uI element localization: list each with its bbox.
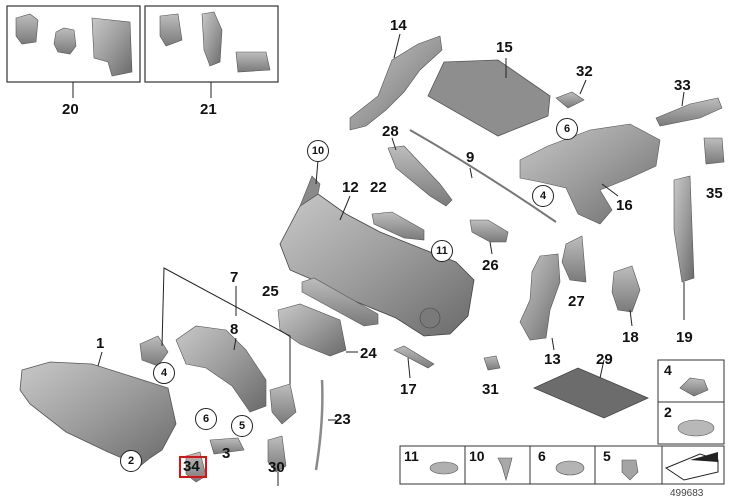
part-label-13: 13 <box>544 351 561 368</box>
part-label-21: 21 <box>200 101 217 118</box>
legend-fastener-11: 11 <box>404 448 419 464</box>
part-label-28: 28 <box>382 123 399 140</box>
part-label-8: 8 <box>230 321 239 338</box>
part-30-shape <box>267 435 287 473</box>
part-label-27: 27 <box>568 293 585 310</box>
part-label-29: 29 <box>596 351 613 368</box>
part-26-shape <box>469 219 509 243</box>
part-19-shape <box>673 175 695 283</box>
ref-circle-10: 10 <box>307 140 329 162</box>
ref-circle-5: 5 <box>231 415 253 437</box>
part-25-shape <box>301 277 379 327</box>
part-label-26: 26 <box>482 257 499 274</box>
part-small-bracket <box>269 383 297 425</box>
part-label-24: 24 <box>360 345 377 362</box>
ref-circle-2: 2 <box>120 450 142 472</box>
part-22-shape <box>371 211 425 241</box>
part-35-shape <box>703 137 725 165</box>
ref-circle-6-top: 6 <box>556 118 578 140</box>
part-label-9: 9 <box>466 149 475 166</box>
part-3-shape <box>209 437 245 455</box>
legend-fastener-2: 2 <box>664 404 672 420</box>
kit-21-group <box>144 5 279 98</box>
part-label-1: 1 <box>96 335 105 352</box>
ref-circle-4-top: 4 <box>532 185 554 207</box>
part-label-7: 7 <box>230 269 239 286</box>
part-33-shape <box>655 97 723 127</box>
kit-20-group <box>6 5 141 98</box>
part-8-shape <box>175 325 267 413</box>
plug-2-icon <box>677 419 715 437</box>
part-label-25: 25 <box>262 283 279 300</box>
part-23-shape <box>314 379 324 471</box>
part-16-shape <box>519 123 661 225</box>
part-14-shape <box>349 35 443 131</box>
part-label-30: 30 <box>268 459 285 476</box>
part-17-shape <box>393 345 435 369</box>
part-9-shape <box>409 129 557 223</box>
legend-fastener-5: 5 <box>603 448 611 464</box>
part-7-shape <box>139 335 169 367</box>
part-29-shape <box>533 367 649 419</box>
part-27-shape <box>561 235 587 283</box>
part-label-3: 3 <box>222 445 231 462</box>
legend-fastener-4: 4 <box>664 362 672 378</box>
catalog-number: 499683 <box>670 488 704 499</box>
ref-circle-4-left: 4 <box>153 362 175 384</box>
part-34-shape <box>185 451 207 483</box>
part-label-22: 22 <box>370 179 387 196</box>
part-1-shape <box>19 361 177 467</box>
washer-6-icon <box>555 460 585 476</box>
part-label-33: 33 <box>674 77 691 94</box>
part-label-17: 17 <box>400 381 417 398</box>
legend-fastener-10: 10 <box>469 448 485 464</box>
part-label-19: 19 <box>676 329 693 346</box>
legend-fastener-6: 6 <box>538 448 546 464</box>
part-label-12: 12 <box>342 179 359 196</box>
part-32-shape <box>555 91 585 109</box>
nut-4-icon <box>679 377 709 397</box>
part-label-15: 15 <box>496 39 513 56</box>
part-15-shape <box>427 59 551 137</box>
part-label-23: 23 <box>334 411 351 428</box>
part-label-16: 16 <box>616 197 633 214</box>
part-label-31: 31 <box>482 381 499 398</box>
part-31-shape <box>483 355 501 371</box>
part-18-shape <box>611 265 641 313</box>
part-13-shape <box>519 253 561 341</box>
part-label-18: 18 <box>622 329 639 346</box>
ref-circle-6-bottom: 6 <box>195 408 217 430</box>
tool-icon-dark <box>690 452 718 462</box>
part-label-35: 35 <box>706 185 723 202</box>
ref-circle-11: 11 <box>431 240 453 262</box>
clip-11-icon <box>429 461 459 475</box>
part-label-32: 32 <box>576 63 593 80</box>
part-28-shape <box>387 145 453 207</box>
part-label-34[interactable]: 34 <box>183 458 200 475</box>
rivet-5-icon <box>621 459 639 481</box>
highlight-box <box>179 456 207 478</box>
part-label-20: 20 <box>62 101 79 118</box>
part-24-shape <box>277 303 347 357</box>
part-label-14: 14 <box>390 17 407 34</box>
screw-10-icon <box>497 457 513 482</box>
